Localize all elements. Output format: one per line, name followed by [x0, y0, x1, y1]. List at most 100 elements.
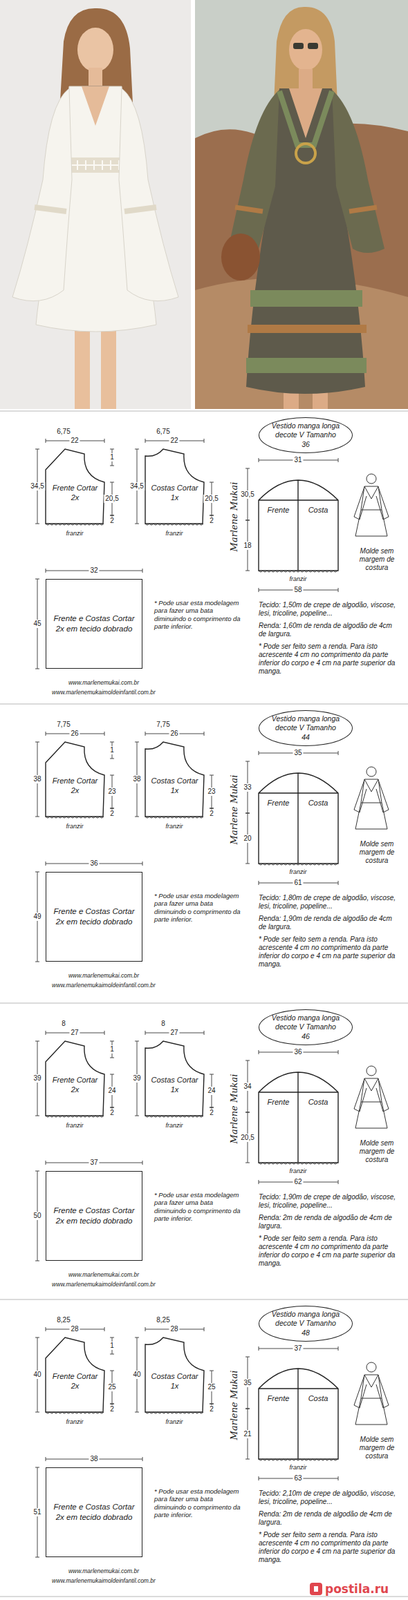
skirt-piece: Frente e Costas Cortar 2x em tecido dobr… — [45, 872, 143, 963]
piece-outline-path — [45, 742, 105, 818]
text-holder: Frente e Costas Cortar 2x em tecido dobr… — [51, 1503, 137, 1525]
seam-note: Molde sem margem de costura — [349, 840, 405, 866]
dimension-value: 1 — [108, 746, 116, 756]
dimension-value: 40 — [31, 1371, 43, 1381]
panel-separator — [0, 1300, 408, 1301]
sketch-sleeves — [354, 1080, 389, 1113]
text-holder: FrenteCosta — [258, 468, 339, 572]
gather-note: franzir — [289, 869, 307, 877]
dress-sketch — [354, 767, 389, 830]
pattern-panel — [0, 411, 408, 670]
dimension-value: 27 — [69, 1029, 80, 1038]
signature: Marlene Mukai — [228, 1075, 240, 1146]
piece-outline-path — [45, 449, 105, 525]
fabric-note: Tecido: 2,10m de crepe de algodão, visco… — [258, 1490, 402, 1508]
website-url: www.marlenemukai.com.br — [68, 1569, 139, 1576]
dimension-value: 1 — [108, 1046, 116, 1055]
dress-sketch — [354, 1067, 389, 1130]
dimension-value: 25 — [106, 1384, 117, 1393]
fabric-note: Tecido: 1,90m de crepe de algodão, visco… — [258, 1194, 402, 1211]
sketch-dress — [355, 780, 388, 830]
fabric-note: Tecido: 1,50m de crepe de algodão, visco… — [258, 601, 402, 619]
dimension-value: 50 — [31, 1212, 43, 1222]
sketch-sleeves — [354, 1376, 389, 1410]
sketch-neckline — [360, 780, 382, 804]
back-bodice-piece: Costas Cortar 1x — [145, 742, 204, 818]
text-holder: Frente Cortar 2x — [45, 1042, 105, 1097]
dimension-value: 22 — [168, 437, 180, 446]
seam-note: Molde sem margem de costura — [349, 547, 405, 573]
fabric-note: Renda: 1,90m de renda de algodão de 4cm … — [258, 915, 402, 933]
piece-outline-path — [145, 449, 204, 525]
dimension-value: 1 — [108, 453, 116, 462]
gather-note: franzir — [65, 1419, 83, 1427]
piece-text: Costa — [300, 799, 336, 808]
piece-outline — [258, 1358, 339, 1461]
sleeve-piece: FrenteCosta — [258, 468, 339, 572]
text-holder: Vestido manga longa decote V Tamanho 44 — [270, 715, 341, 743]
piece-text: Costas Cortar 1x — [149, 1076, 200, 1097]
text-holder: Costas Cortar 1x — [145, 1042, 204, 1097]
text-holder: Frente e Costas Cortar 2x em tecido dobr… — [51, 907, 137, 929]
dimension-value: 38 — [131, 775, 142, 785]
dimension-value: 21 — [242, 1431, 253, 1440]
dimension-value: 32 — [88, 567, 99, 576]
dimension-value: 18 — [242, 542, 253, 551]
piece-outline — [258, 468, 339, 572]
piece-text: Frente e Costas Cortar 2x em tecido dobr… — [51, 1503, 137, 1525]
dimension-value: 37 — [88, 1159, 99, 1168]
gather-note: franzir — [165, 1123, 183, 1130]
piece-text: Frente e Costas Cortar 2x em tecido dobr… — [51, 614, 137, 635]
dimension-value: 2 — [208, 1109, 216, 1119]
gather-note: franzir — [165, 530, 183, 538]
text-holder: Frente e Costas Cortar 2x em tecido dobr… — [51, 1206, 137, 1228]
photo-pair — [0, 0, 408, 410]
text-holder: Frente Cortar 2x — [45, 742, 105, 797]
piece-outline-path — [145, 1338, 204, 1414]
dimension-value: 39 — [31, 1075, 43, 1084]
dimension-value: 2 — [108, 1406, 116, 1415]
skirt-piece: Frente e Costas Cortar 2x em tecido dobr… — [45, 579, 143, 670]
pattern-note: * Pode usar esta modelagem para fazer um… — [154, 892, 242, 925]
pattern-panel — [0, 1004, 408, 1263]
website-url: www.marlenemukaimoldeinfantil.com.br — [51, 1282, 156, 1290]
website-url: www.marlenemukaimoldeinfantil.com.br — [51, 1578, 156, 1586]
fabric-note: * Pode ser feito sem a renda. Para isto … — [258, 1532, 402, 1566]
white-dress-photo — [0, 0, 191, 410]
dimension-value: 24 — [206, 1087, 217, 1097]
front-bodice-piece: Frente Cortar 2x — [45, 449, 105, 525]
gather-note: franzir — [65, 823, 83, 831]
gather-note: franzir — [65, 530, 83, 538]
dress-sketch — [354, 474, 389, 537]
site-logo — [309, 1584, 323, 1597]
pattern-note: * Pode usar esta modelagem para fazer um… — [154, 599, 242, 632]
dimension-value: 34 — [242, 1083, 253, 1092]
piece-text: Costa — [300, 1395, 336, 1404]
note-column: Tecido: 1,90m de crepe de algodão, visco… — [258, 1194, 402, 1274]
dimension-value: 30,5 — [239, 490, 256, 500]
website-url: www.marlenemukai.com.br — [68, 679, 139, 687]
dimension-value: 45 — [31, 620, 43, 629]
dimension-value: 8 — [159, 1020, 167, 1029]
dimension-value: 2 — [208, 1406, 216, 1415]
dimension-value: 23 — [106, 788, 117, 797]
text-holder: Costas Cortar 1x — [145, 1338, 204, 1393]
text-holder: FrenteCosta — [258, 1061, 339, 1164]
skirt-piece: Frente e Costas Cortar 2x em tecido dobr… — [45, 1468, 143, 1559]
piece-text: Frente e Costas Cortar 2x em tecido dobr… — [51, 907, 137, 929]
sketch-neckline — [360, 1376, 382, 1400]
piece-text: Frente — [261, 1395, 296, 1404]
front-bodice-piece: Frente Cortar 2x — [45, 1338, 105, 1414]
watermark: postila.ru — [325, 1583, 389, 1598]
piece-text: Frente Cortar 2x — [49, 1373, 101, 1393]
piece-text: Frente — [261, 506, 296, 515]
text-holder: Vestido manga longa decote V Tamanho 36 — [270, 421, 341, 449]
piece-text: Frente Cortar 2x — [49, 777, 101, 797]
dimension-value: 36 — [292, 1049, 303, 1058]
dimension-value: 2 — [108, 1109, 116, 1119]
title-ellipse: Vestido manga longa decote V Tamanho 48 — [258, 1306, 353, 1343]
dimension-value: 61 — [292, 879, 303, 888]
text-holder: Frente e Costas Cortar 2x em tecido dobr… — [51, 614, 137, 635]
dimension-value: 22 — [69, 437, 80, 446]
